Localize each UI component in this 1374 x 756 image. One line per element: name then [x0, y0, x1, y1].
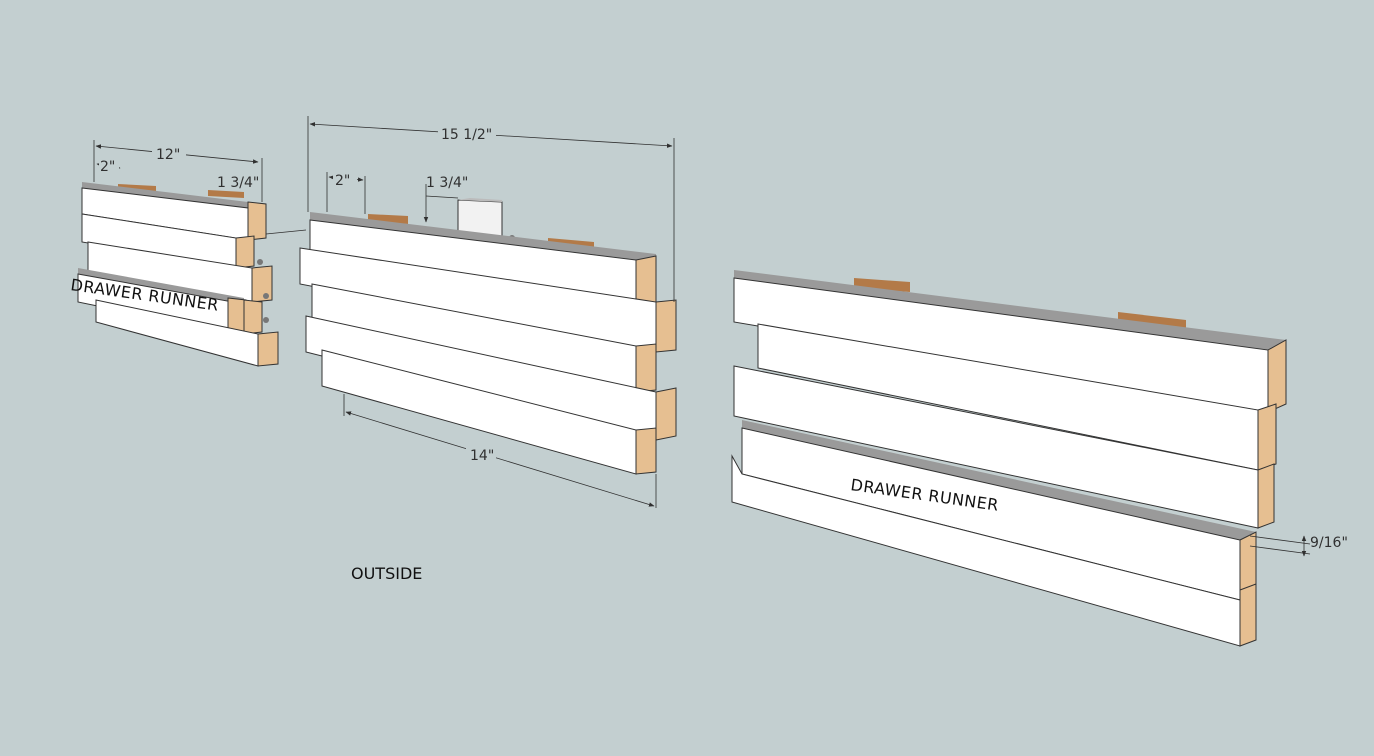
left-dimensions: 12" 2" 1 3/4" — [93, 140, 307, 235]
screw-icon — [263, 293, 269, 299]
right-dimensions: 9/16" — [1249, 535, 1348, 557]
right-panel-assembly: DRAWER RUNNER — [731, 270, 1287, 647]
left-panel-assembly: DRAWER RUNNER — [69, 182, 279, 367]
left-cleat — [208, 190, 244, 198]
center-post-dimension: 1 3/4" — [426, 175, 468, 191]
right-cleat — [1118, 312, 1186, 328]
left-inset-dimension: 2" — [100, 159, 115, 175]
right-thickness-dimension: 9/16" — [1310, 535, 1348, 551]
left-board — [81, 182, 267, 241]
center-width-dimension: 15 1/2" — [441, 127, 492, 143]
left-width-dimension: 12" — [156, 147, 180, 163]
screw-icon — [263, 317, 269, 323]
right-board — [757, 323, 1277, 471]
left-drawer-runner — [77, 268, 263, 337]
center-bottom-dimension: 14" — [470, 448, 494, 464]
left-end-dimension: 1 3/4" — [217, 175, 259, 191]
left-board — [95, 299, 279, 367]
right-board — [731, 454, 1257, 647]
center-inset-dimension: 2" — [335, 173, 350, 189]
screw-icon — [257, 259, 263, 265]
center-panel-assembly — [299, 198, 677, 475]
center-dimensions: 15 1/2" 2" 1 3/4" 14" — [307, 116, 675, 508]
center-board — [299, 247, 677, 353]
outside-label: OUTSIDE — [351, 564, 422, 583]
center-board — [309, 212, 657, 306]
right-drawer-runner — [741, 420, 1257, 601]
right-board — [733, 365, 1275, 529]
